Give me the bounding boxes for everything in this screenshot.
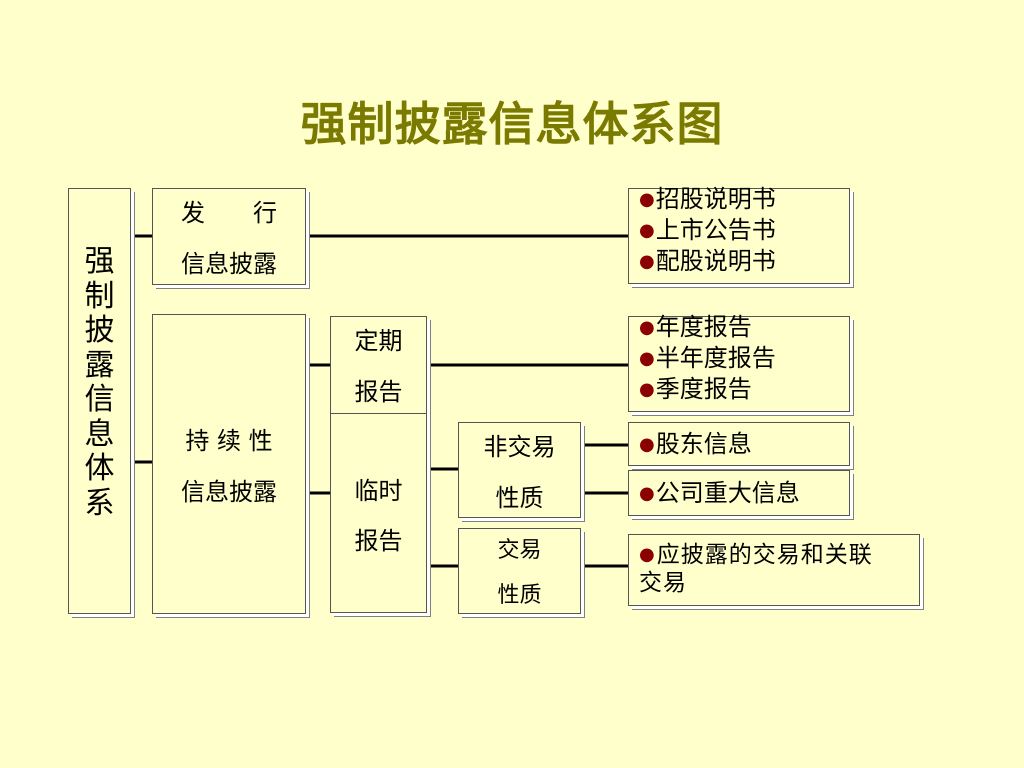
periodic-docs-box: ●年度报告 ●半年度报告 ●季度报告 [628, 313, 850, 412]
report-type-box: 定期 报告 临时 报告 [330, 316, 427, 613]
issue-docs-list: ●招股说明书 ●上市公告书 ●配股说明书 [639, 184, 776, 277]
shareholder-info-box: ●股东信息 [628, 422, 850, 466]
root-box: 强制 披露 信息 体系 [68, 188, 131, 614]
list-item: ●股东信息 [639, 430, 752, 458]
list-item: ●年度报告 [639, 313, 752, 341]
major-info-box: ●公司重大信息 [628, 470, 850, 516]
list-item: ●季度报告 [639, 375, 752, 403]
page-title: 强制披露信息体系图 [300, 97, 724, 151]
list-item: ●配股说明书 [639, 247, 776, 275]
divider [331, 413, 426, 414]
issue-docs-box: ●招股说明书 ●上市公告书 ●配股说明书 [628, 185, 850, 284]
periodic-docs-list: ●年度报告 ●半年度报告 ●季度报告 [639, 312, 776, 405]
issue-disclosure-box: 发 行 信息披露 [152, 188, 306, 285]
list-item: ●上市公告书 [639, 216, 776, 244]
trade-box: 交易 性质 [458, 528, 581, 614]
list-item: ●半年度报告 [639, 344, 776, 372]
continuous-disclosure-box: 持 续 性 信息披露 [152, 314, 306, 614]
trade-info-box: ●应披露的交易和关联 交易 [628, 534, 920, 606]
root-label: 强制 披露 信息 体系 [84, 244, 115, 521]
list-item: ●招股说明书 [639, 185, 776, 213]
list-item: ●公司重大信息 [639, 479, 800, 507]
list-item: ●应披露的交易和关联 [639, 542, 873, 568]
non-trade-box: 非交易 性质 [458, 422, 581, 518]
